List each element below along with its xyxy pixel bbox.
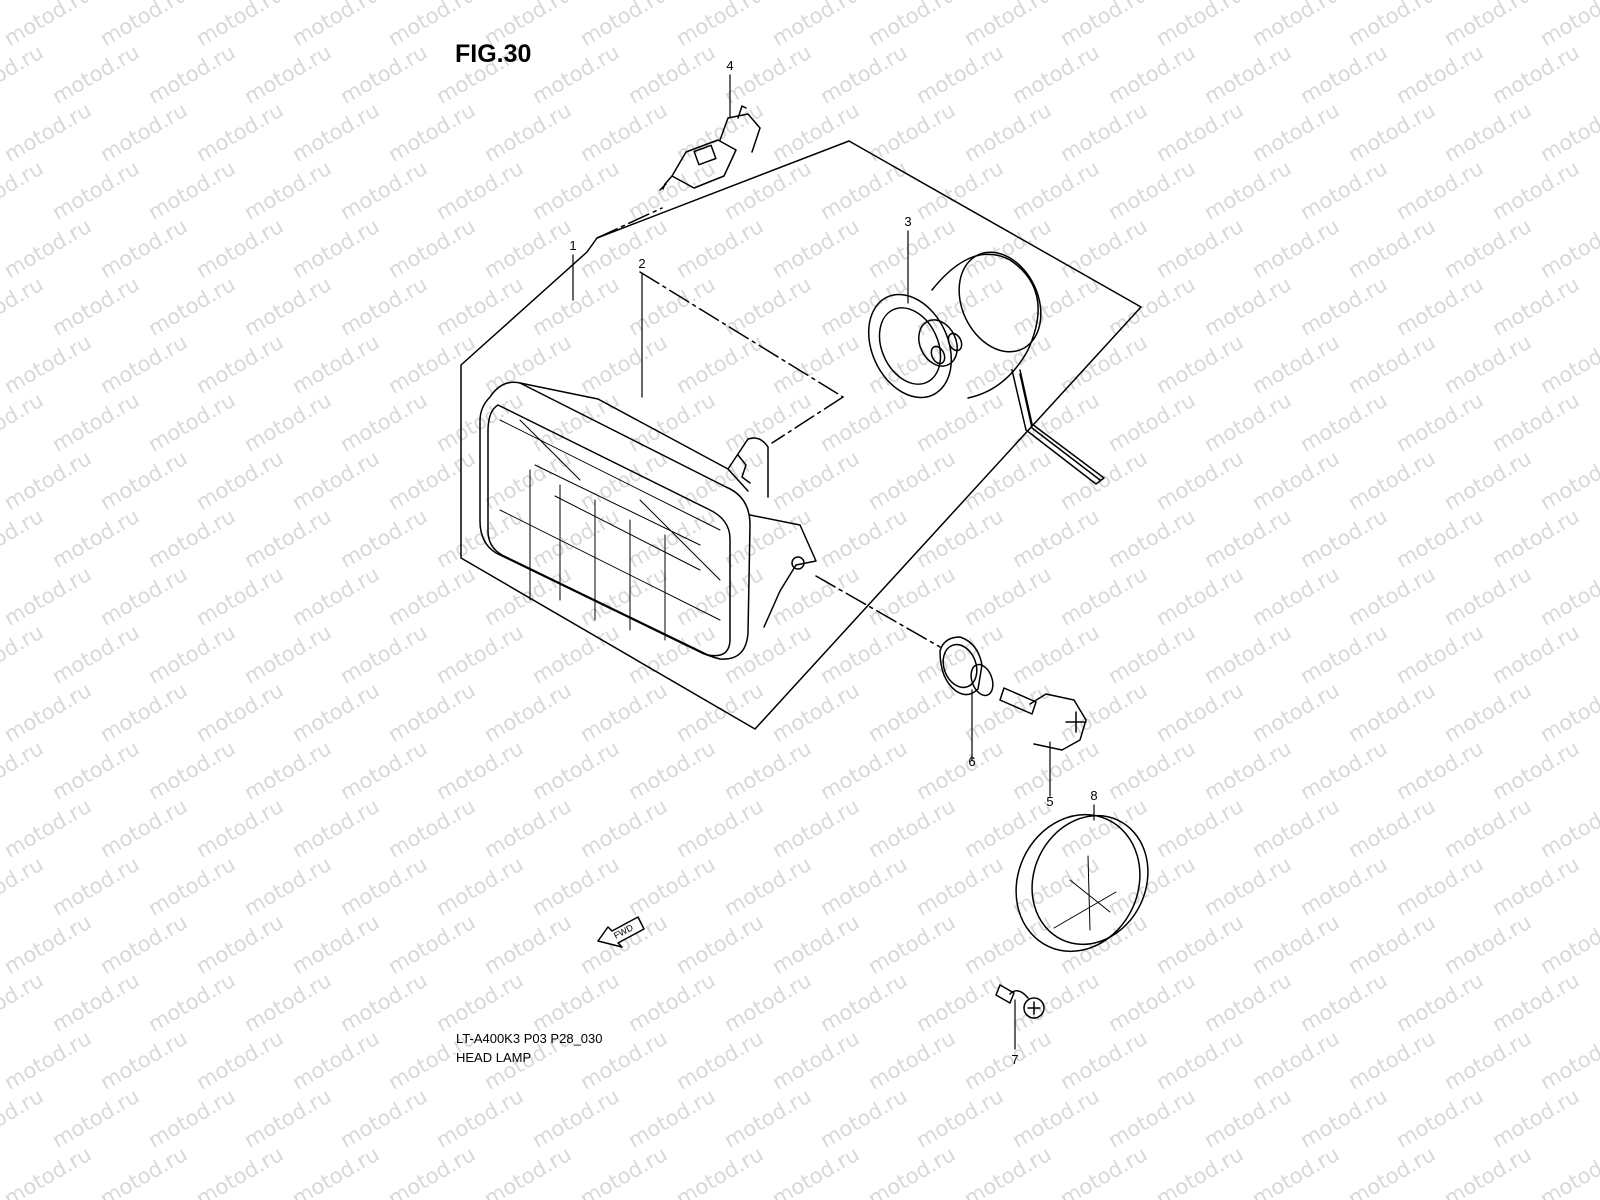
callout-7: 7 [1011, 1052, 1018, 1067]
callout-3: 3 [904, 214, 911, 229]
callout-8: 8 [1090, 788, 1097, 803]
callout-2: 2 [638, 256, 645, 271]
callout-5: 5 [1046, 794, 1053, 809]
leader-lines [572, 74, 1095, 1050]
fwd-arrow-icon [597, 916, 645, 948]
callout-6: 6 [968, 754, 975, 769]
head-lamp-part [479, 381, 817, 660]
bolt-part [999, 687, 1087, 751]
callout-4: 4 [726, 58, 733, 73]
socket-part [867, 251, 1105, 485]
lens-cover-part [1015, 813, 1149, 953]
lens-pattern [499, 419, 721, 641]
screw-part [995, 984, 1045, 1019]
figure-title: FIG.30 [455, 40, 532, 68]
alignment-lines [596, 207, 941, 648]
assembly-boundary [460, 140, 1142, 730]
callout-1: 1 [569, 238, 576, 253]
grommet-part [939, 636, 994, 697]
model-code: LT-A400K3 P03 P28_030 [456, 1031, 603, 1046]
section-title: HEAD LAMP [456, 1050, 532, 1065]
bulb-part [659, 105, 761, 191]
